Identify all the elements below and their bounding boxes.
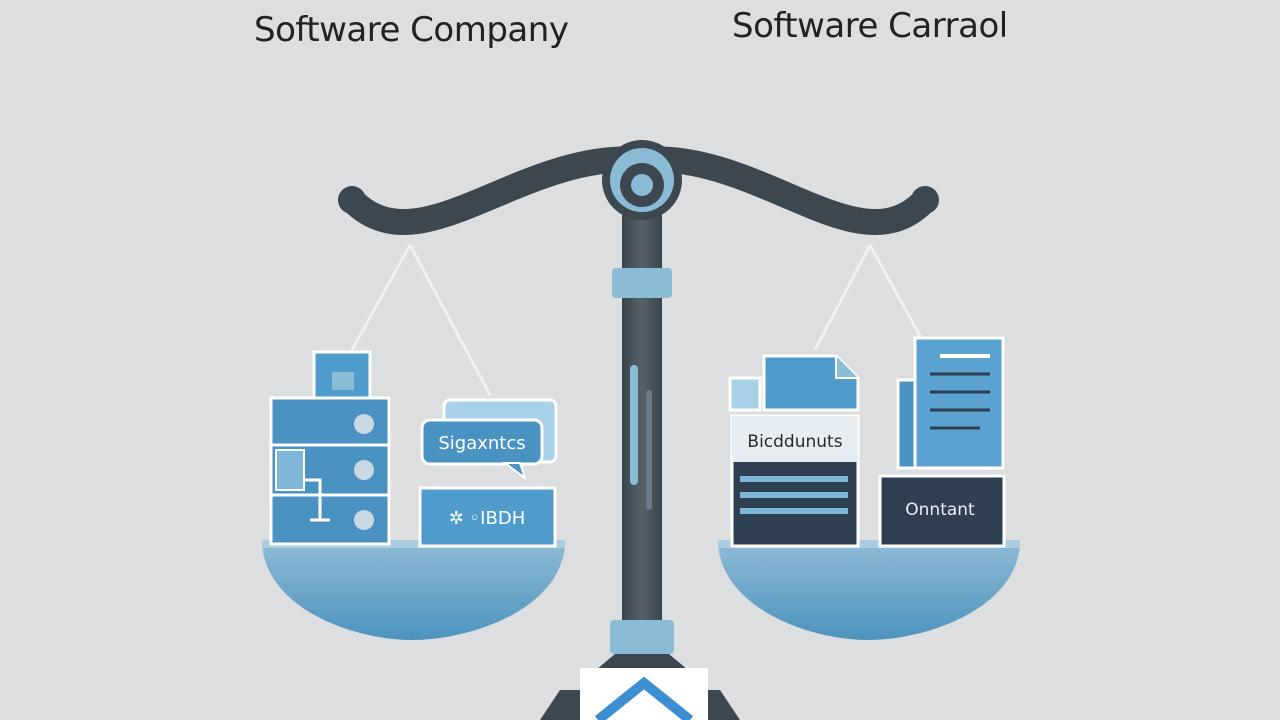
pivot-knob <box>602 140 682 220</box>
right-title: Software Carraol <box>732 6 1008 46</box>
chat-bubble-label: Sigaxntcs <box>438 433 525 454</box>
chat-bubble-icon: Sigaxntcs <box>420 398 558 481</box>
scale-base <box>540 668 740 720</box>
badge-card-icon: ✲ ◦IBDH <box>418 486 557 548</box>
badge-card-label: ✲ ◦IBDH <box>449 508 525 529</box>
document-icon: Bicddunuts <box>730 414 860 548</box>
stacked-pages-icon <box>896 336 1005 470</box>
card-label: Onntant <box>905 500 975 520</box>
right-pan <box>718 540 1020 640</box>
server-rack-icon <box>269 350 391 546</box>
left-title: Software Company <box>254 10 569 50</box>
scale-pole <box>584 215 700 680</box>
left-pan <box>262 540 565 640</box>
suspension-strings <box>350 244 927 396</box>
document-label: Bicddunuts <box>747 432 842 452</box>
card-icon: Onntant <box>878 474 1006 548</box>
file-icon <box>728 354 860 412</box>
